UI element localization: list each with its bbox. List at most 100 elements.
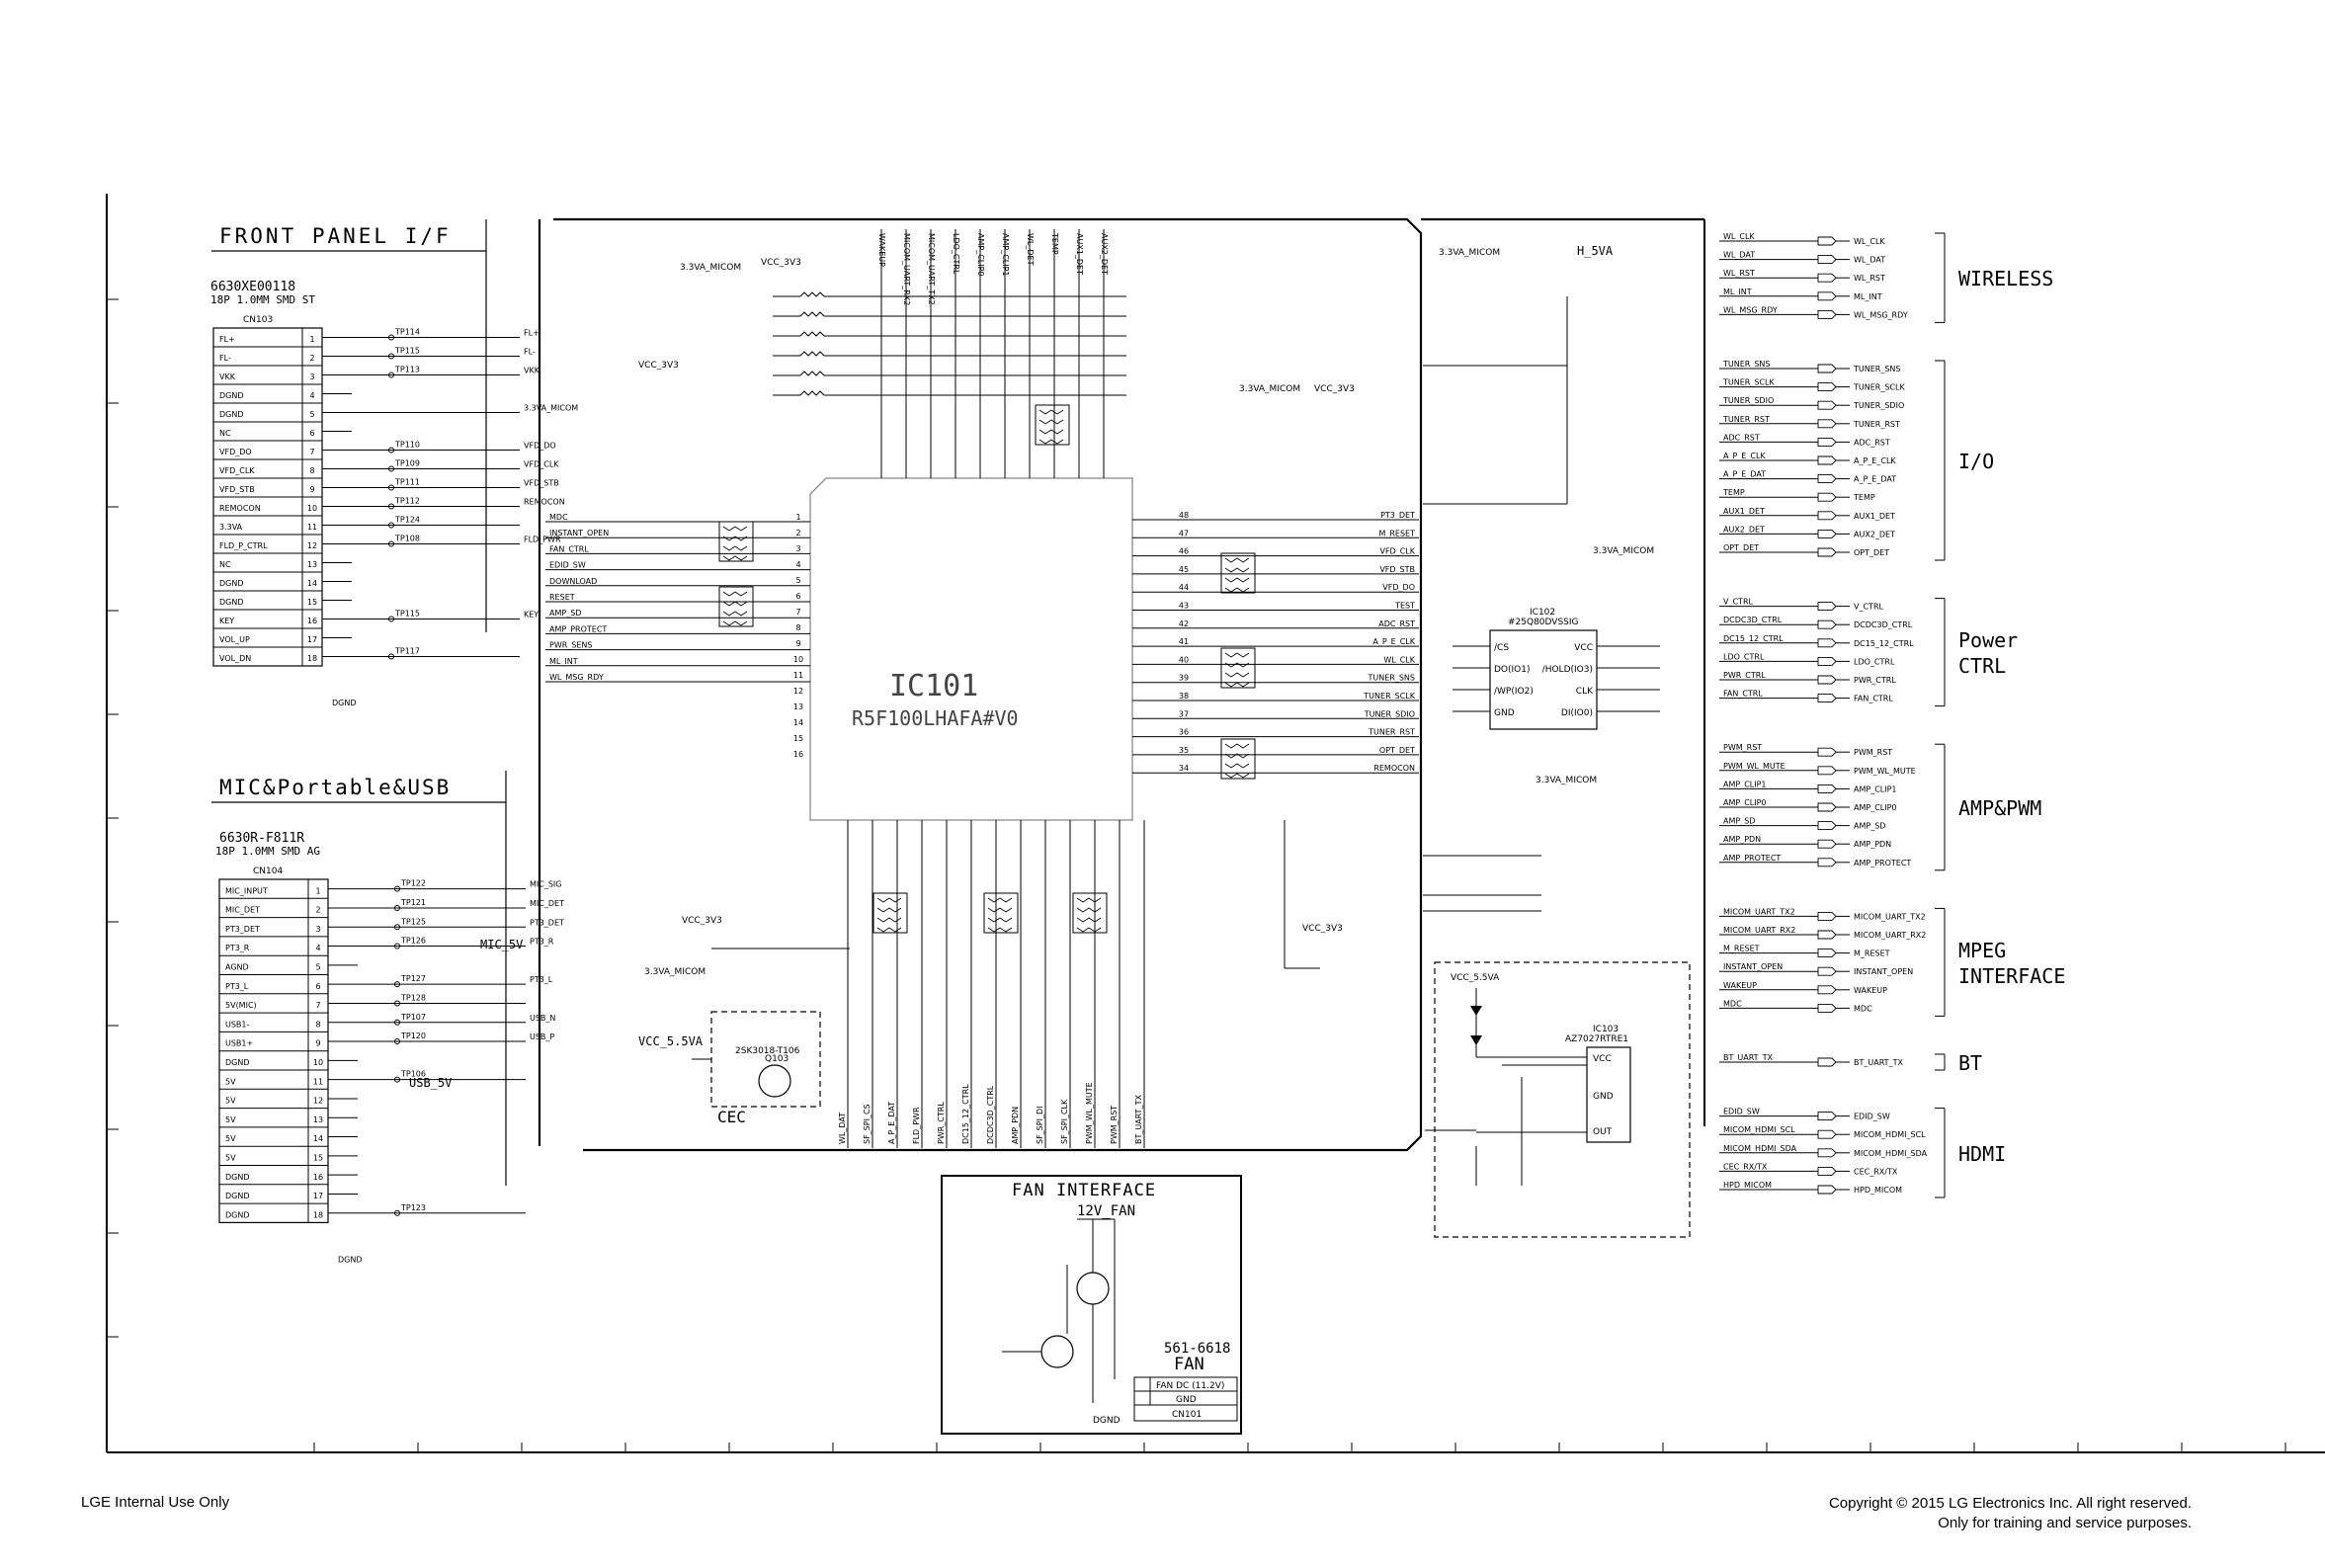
flash-pin-right: /HOLD(IO3) bbox=[1542, 665, 1593, 675]
group-net-right: TUNER_SCLK bbox=[1853, 383, 1905, 392]
v33-micom-label-3: 3.3VA_MICOM bbox=[1439, 248, 1500, 258]
test-point-icon bbox=[388, 353, 394, 360]
test-point-icon bbox=[388, 540, 394, 547]
mcu-bottom-net: DCDC3D_CTRL bbox=[986, 1085, 995, 1144]
test-point-label: TP111 bbox=[394, 478, 420, 487]
connector-pin-name: 5V bbox=[225, 1154, 236, 1163]
group-net-right: MICOM_UART_RX2 bbox=[1854, 931, 1926, 940]
connector-pin-number: 6 bbox=[309, 429, 314, 438]
connector-pin-name: USB1+ bbox=[225, 1039, 253, 1048]
mcu-pin-number: 48 bbox=[1179, 511, 1189, 520]
connector-pin-name: PT3_R bbox=[225, 944, 250, 952]
resistor-element bbox=[722, 601, 748, 607]
gnd-label: DGND bbox=[332, 699, 357, 707]
connector-pin-name: MIC_DET bbox=[225, 906, 260, 915]
group-net-right: A_P_E_CLK bbox=[1854, 456, 1896, 465]
port-arrow-icon bbox=[1817, 309, 1837, 319]
flash-ic: IC102 #25Q80DVSSIG /CSDO(IO1)/WP(IO2)GND… bbox=[1453, 608, 1660, 730]
mcu-top-net: TEMP bbox=[1050, 232, 1059, 255]
test-point-label: TP115 bbox=[394, 347, 420, 356]
test-point-icon bbox=[394, 1000, 400, 1007]
test-point-icon bbox=[394, 1209, 400, 1216]
test-point-icon bbox=[388, 334, 394, 341]
mic-usb-spec: 18P 1.0MM SMD AG bbox=[215, 845, 320, 858]
group-net-left: TUNER_RST bbox=[1722, 415, 1770, 424]
vcc-3v3-label-4: VCC_3V3 bbox=[682, 916, 722, 926]
connector-pin-name: 3.3VA bbox=[219, 523, 243, 532]
test-point-icon bbox=[388, 616, 394, 622]
port-arrow-icon bbox=[1817, 455, 1837, 465]
resistor-element bbox=[1224, 557, 1250, 563]
port-arrow-icon bbox=[1817, 675, 1837, 685]
resistor-element bbox=[1038, 439, 1064, 445]
front-panel-part: 6630XE00118 bbox=[210, 280, 295, 294]
group-net-right: FAN_CTRL bbox=[1854, 695, 1893, 703]
mcu-bottom-net: SF_SPI_DI bbox=[1036, 1107, 1044, 1144]
resistor-icon bbox=[799, 390, 825, 396]
flash-pin-right: CLK bbox=[1576, 687, 1594, 697]
connector-pin-name: AGND bbox=[225, 963, 249, 972]
resistor-element bbox=[1224, 662, 1250, 668]
port-arrow-icon bbox=[1817, 255, 1837, 265]
mcu-pin-number: 39 bbox=[1179, 674, 1189, 683]
resistor-element bbox=[1224, 672, 1250, 678]
mcu-right-net: REMOCON bbox=[1373, 764, 1415, 773]
connector-pin-name: DGND bbox=[219, 410, 244, 419]
resistor-element bbox=[1076, 917, 1102, 923]
group-net-left: HPD_MICOM bbox=[1723, 1181, 1772, 1190]
group-net-left: TUNER_SCLK bbox=[1722, 378, 1775, 387]
group-net-right: WL_RST bbox=[1854, 274, 1885, 283]
group-net-right: TUNER_RST bbox=[1853, 420, 1900, 429]
mcu-right-net: WL_CLK bbox=[1383, 655, 1415, 664]
mcu-right-net: VFD_CLK bbox=[1379, 547, 1415, 556]
test-point-label: TP123 bbox=[400, 1203, 426, 1212]
group-net-right: AUX1_DET bbox=[1854, 512, 1895, 521]
net-label: FLD_PWR bbox=[524, 536, 561, 544]
group-net-left: ADC_RST bbox=[1723, 433, 1760, 442]
connector-pin-number: 9 bbox=[309, 485, 314, 494]
resistor-element bbox=[876, 907, 902, 913]
front-panel-block: FRONT PANEL I/F 6630XE00118 18P 1.0MM SM… bbox=[210, 219, 578, 707]
mcu-right-net: PT3_DET bbox=[1380, 511, 1415, 520]
connector-pin-name: PT3_DET bbox=[225, 925, 260, 934]
group-net-right: BT_UART_TX bbox=[1854, 1058, 1903, 1067]
resistor-element bbox=[1224, 743, 1250, 749]
port-arrow-icon bbox=[1817, 747, 1837, 757]
port-arrow-icon bbox=[1817, 437, 1837, 447]
flash-pin-left: /WP(IO2) bbox=[1494, 687, 1534, 697]
resistor-element bbox=[987, 917, 1013, 923]
group-net-left: AMP_PDN bbox=[1723, 835, 1761, 844]
group-net-left: WAKEUP bbox=[1723, 981, 1757, 990]
connector-pin-name: USB1- bbox=[225, 1020, 250, 1029]
connector-pin-number: 8 bbox=[309, 466, 314, 475]
test-point-label: TP110 bbox=[394, 441, 420, 450]
test-point-icon bbox=[394, 1038, 400, 1045]
group-net-left: TUNER_SDIO bbox=[1722, 396, 1774, 405]
group-title: I/O bbox=[1958, 450, 1994, 473]
connector-pin-number: 14 bbox=[313, 1134, 323, 1143]
resistor-element bbox=[722, 620, 748, 626]
group-net-right: OPT_DET bbox=[1854, 548, 1889, 557]
port-arrow-icon bbox=[1817, 236, 1837, 246]
resistor-icon bbox=[799, 351, 825, 357]
flash-pin-right: DI(IO0) bbox=[1561, 708, 1593, 718]
mcu-pin-number: 2 bbox=[795, 529, 800, 537]
mcu-pin-number: 1 bbox=[795, 513, 800, 522]
group-net-right: AMP_PDN bbox=[1854, 840, 1891, 849]
connector-pin-name: 5V bbox=[225, 1077, 236, 1086]
group-net-right: MDC bbox=[1854, 1004, 1872, 1013]
net-label: KEY bbox=[524, 611, 539, 619]
test-point-label: TP128 bbox=[400, 993, 426, 1002]
connector-pin-name: REMOCON bbox=[219, 504, 261, 513]
fan-supply: 12V_FAN bbox=[1077, 1203, 1135, 1219]
mcu-bottom-net: A_P_E_DAT bbox=[887, 1102, 896, 1144]
group-net-right: CEC_RX/TX bbox=[1854, 1167, 1898, 1176]
footer-copyright-line2: Only for training and service purposes. bbox=[1938, 1515, 2192, 1531]
connector-pin-name: FL+ bbox=[219, 335, 235, 344]
port-arrow-icon bbox=[1817, 985, 1837, 995]
resistor-element bbox=[722, 591, 748, 597]
connector-pin-name: 5V bbox=[225, 1097, 236, 1106]
mcu-pin-number: 42 bbox=[1179, 619, 1189, 628]
connector-pin-number: 12 bbox=[313, 1097, 323, 1106]
group-net-right: DC15_12_CTRL bbox=[1854, 639, 1914, 648]
